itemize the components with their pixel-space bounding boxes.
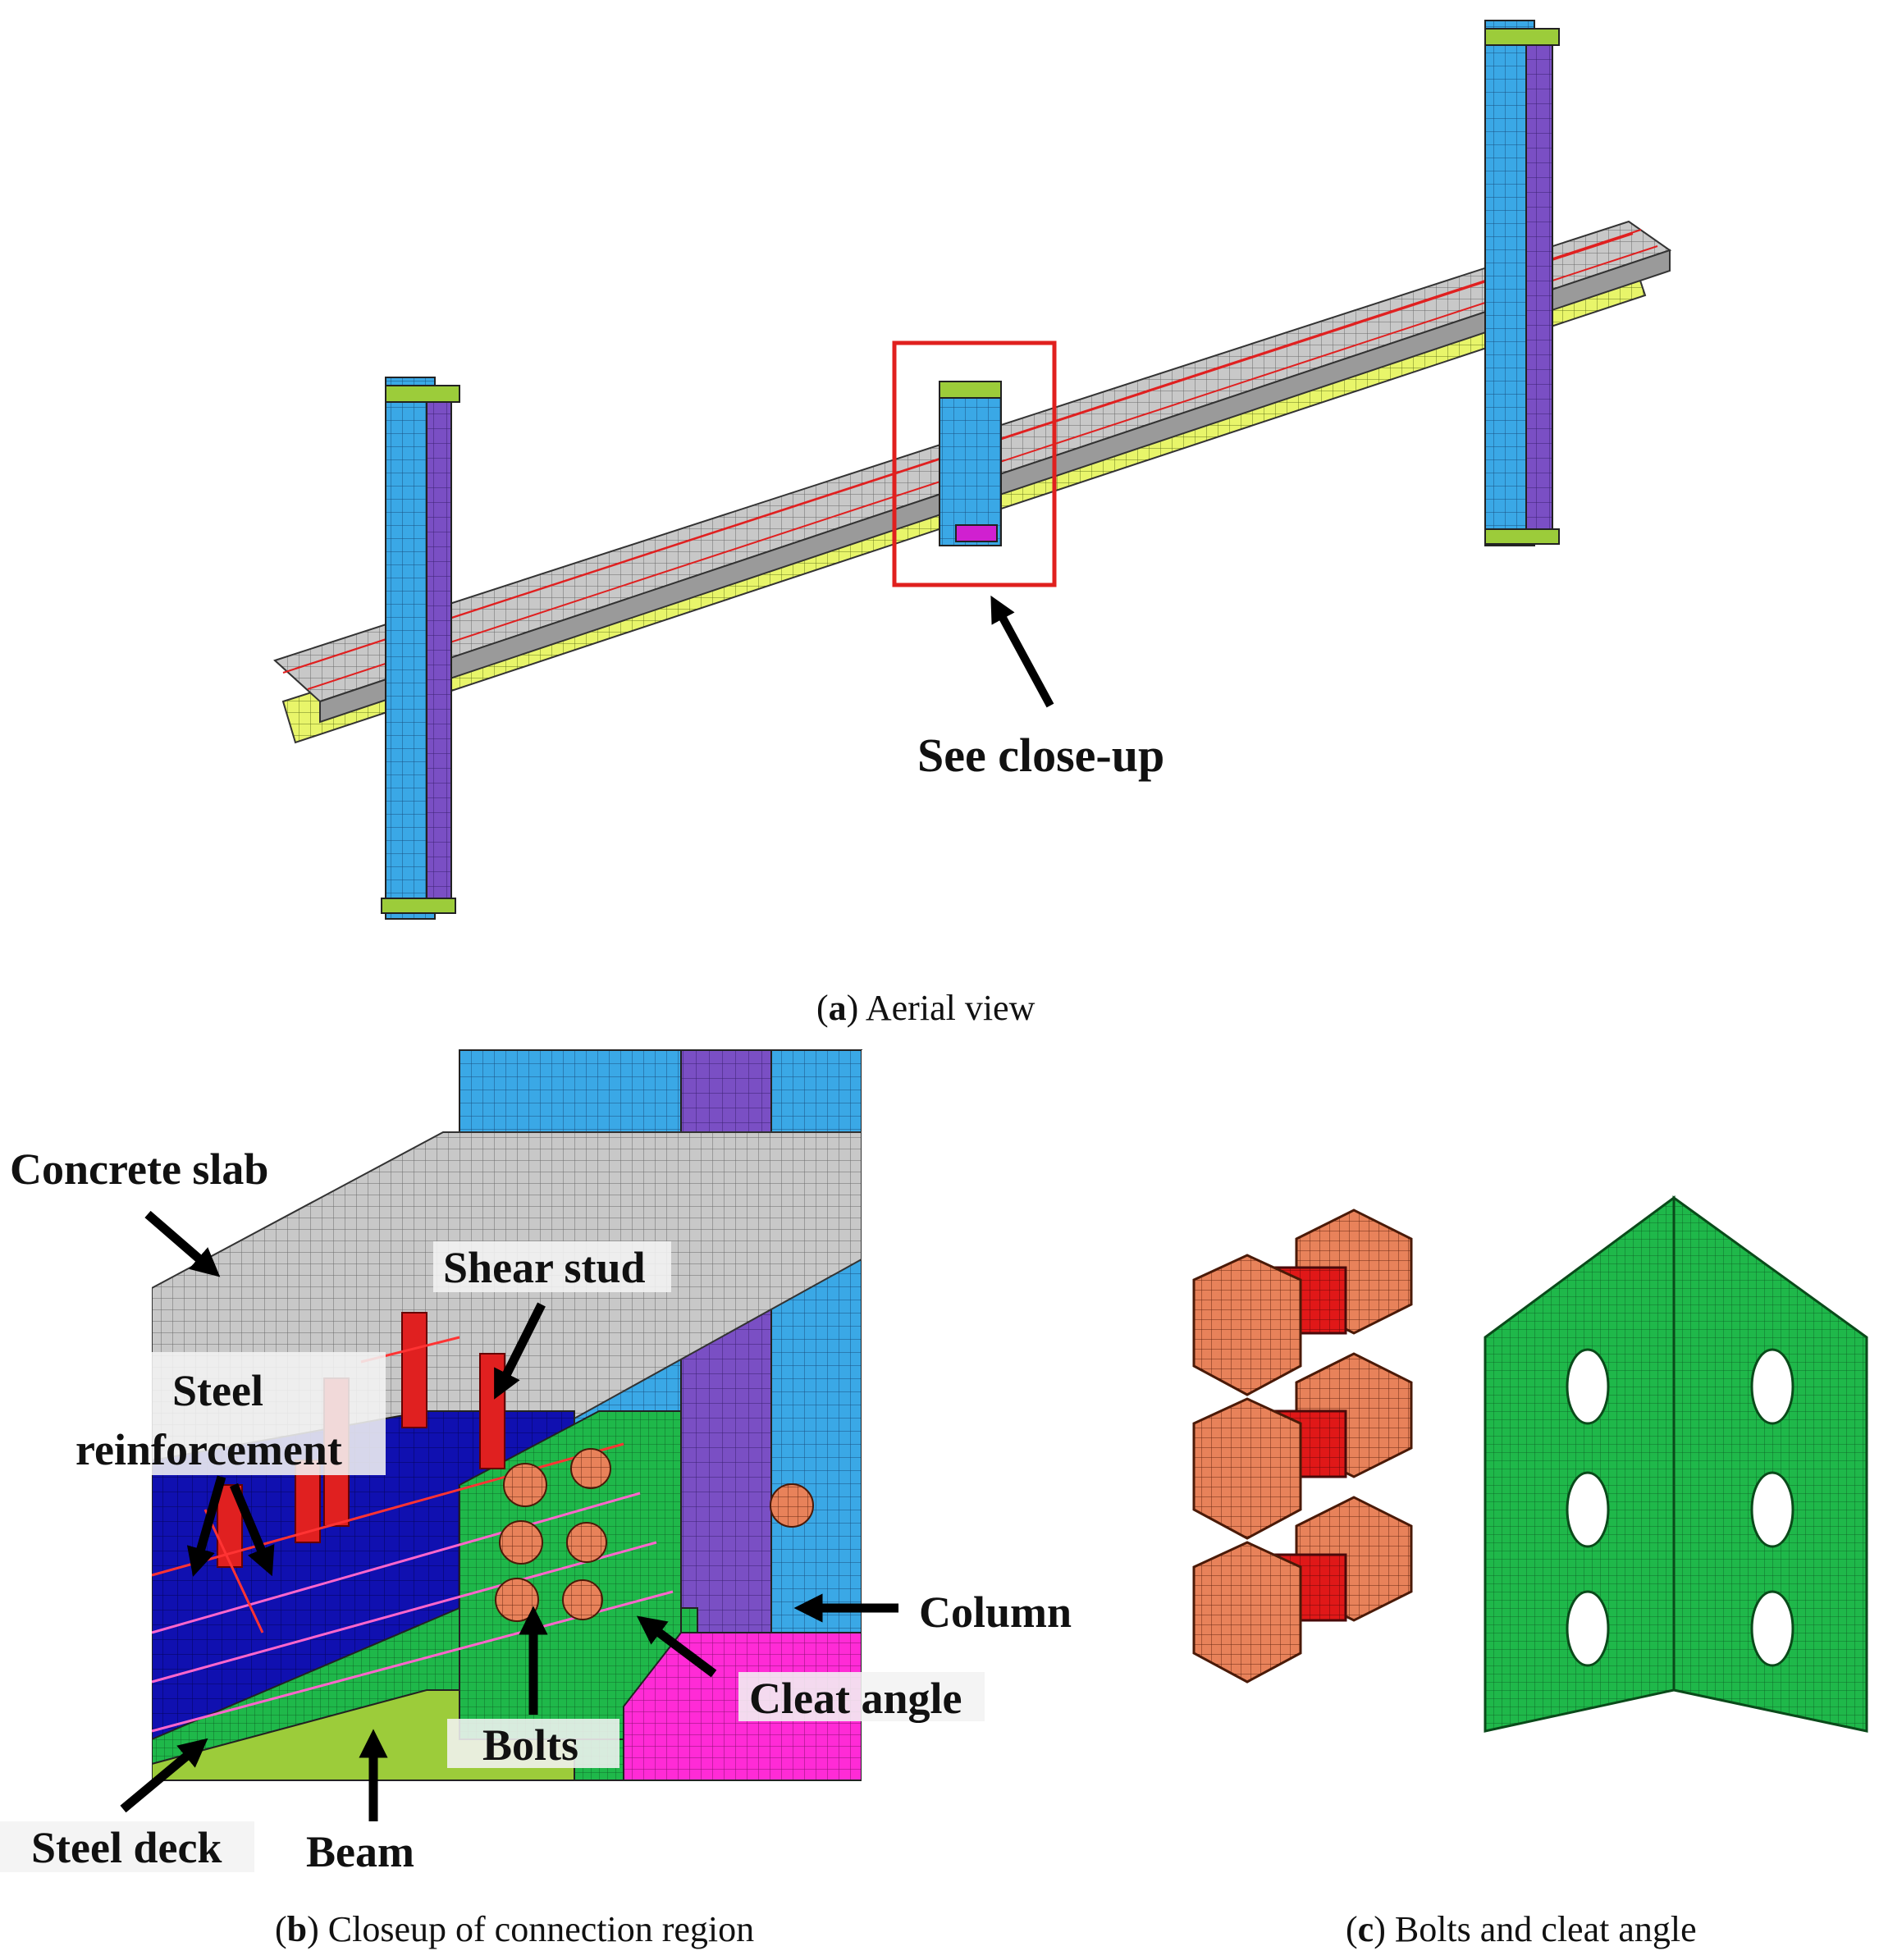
close-up-arrow	[990, 595, 1054, 708]
label-bolts: Bolts	[482, 1720, 578, 1770]
label-steel: Steel	[172, 1366, 263, 1415]
label-shear-stud: Shear stud	[443, 1243, 646, 1292]
bolts-c	[1192, 1208, 1413, 1684]
caption-b: (b) Closeup of connection region	[275, 1909, 754, 1949]
column-left-a	[381, 377, 460, 920]
caption-c-text: ) Bolts and cleat angle	[1374, 1909, 1696, 1949]
caption-b-letter: b	[287, 1909, 307, 1949]
label-steel-deck: Steel deck	[31, 1823, 222, 1872]
label-beam: Beam	[306, 1827, 414, 1876]
shear-studs-b	[217, 1312, 505, 1568]
caption-a-letter: a	[829, 988, 847, 1028]
see-close-up-label: See close-up	[917, 729, 1164, 782]
panel-a-aerial-view: See close-up (a) Aerial view	[273, 20, 1672, 1028]
caption-b-text: ) Closeup of connection region	[307, 1909, 754, 1949]
cleat-angle-c	[1484, 1195, 1868, 1733]
caption-a-text: ) Aerial view	[847, 988, 1036, 1028]
caption-c: (c) Bolts and cleat angle	[1346, 1909, 1697, 1949]
column-right-a	[1484, 20, 1560, 546]
panel-b-arrows	[120, 1210, 898, 1821]
panel-b-closeup: Concrete slab Shear stud Steel reinforce…	[0, 1049, 1190, 1949]
caption-c-letter: c	[1358, 1909, 1374, 1949]
caption-a: (a) Aerial view	[816, 988, 1036, 1028]
label-column: Column	[919, 1588, 1072, 1637]
label-reinforcement: reinforcement	[75, 1425, 342, 1474]
label-concrete-slab: Concrete slab	[10, 1144, 268, 1194]
panel-c-bolts-cleat: (c) Bolts and cleat angle	[1192, 1195, 1868, 1949]
column-middle-a	[939, 381, 1002, 546]
close-up-highlight-box	[892, 340, 1057, 587]
label-cleat-angle: Cleat angle	[749, 1674, 962, 1723]
